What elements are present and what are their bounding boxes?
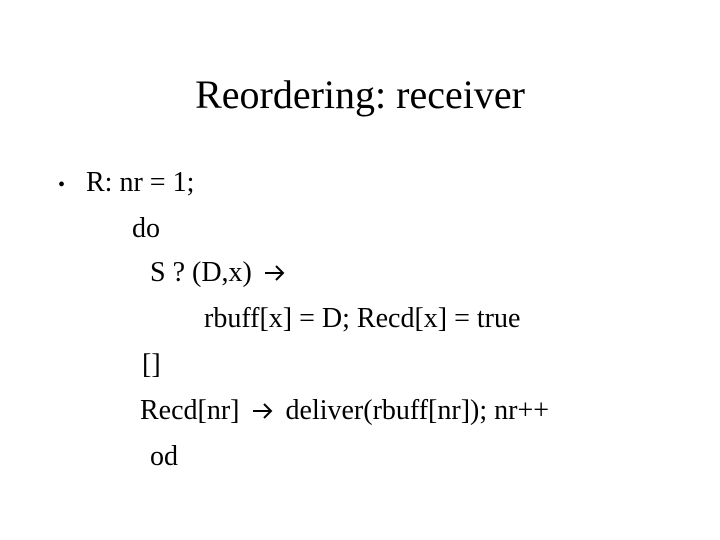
slide-title: Reordering: receiver: [195, 72, 525, 117]
code-line-choice: []: [142, 349, 161, 380]
code-line-od: od: [150, 441, 178, 472]
bullet-dot: •: [58, 174, 66, 196]
code-line-store: rbuff[x] = D; Recd[x] = true: [204, 303, 521, 334]
deliver-guard-text: Recd[nr]: [140, 395, 240, 426]
code-line-receive: S ? (D,x): [150, 256, 291, 290]
receive-guard-text: S ? (D,x): [150, 257, 252, 288]
code-line-deliver: Recd[nr] deliver(rbuff[nr]); nr++: [140, 394, 549, 428]
code-line-init: R: nr = 1;: [86, 167, 195, 198]
code-line-do: do: [132, 213, 160, 244]
arrow-right-icon: [264, 265, 285, 281]
deliver-action-text: deliver(rbuff[nr]); nr++: [285, 395, 550, 426]
arrow-right-icon: [252, 403, 272, 419]
